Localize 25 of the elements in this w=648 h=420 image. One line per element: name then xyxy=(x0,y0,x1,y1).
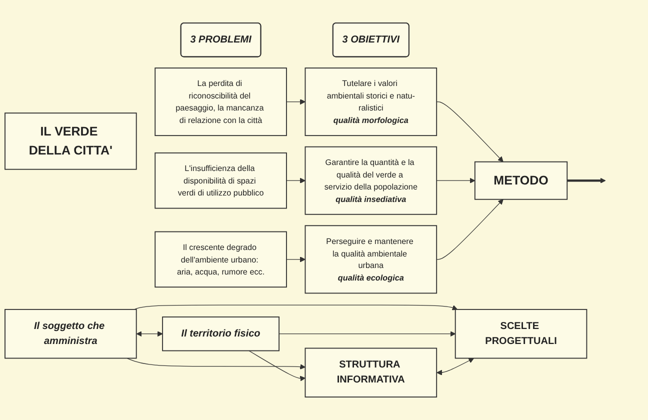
arrow xyxy=(436,199,504,260)
arrow xyxy=(248,350,306,382)
node-box: La perdita di riconoscibilità del paesaggio, la mancanza di relazione con la città xyxy=(154,68,287,136)
node-box: METODO xyxy=(474,161,568,200)
arrow xyxy=(567,178,606,184)
node-box: Garantire la quantità e la qualità del verde a servizio della popolazione qualità insediativa xyxy=(304,146,438,215)
node-box: Il crescente degrado dell'ambiente urbano: aria, acqua, rumore ecc. xyxy=(154,231,287,288)
node-box: Perseguire e mantenere la qualità ambientale urbana qualità ecologica xyxy=(304,225,438,294)
node-box: L'insufficienza della disponibilità di spazi verdi di utilizzo pubblico xyxy=(154,152,287,209)
node-box: Tutelare i valori ambientali storici e natu-ralistici qualità morfologica xyxy=(304,68,438,136)
arrow xyxy=(286,99,306,105)
arrow xyxy=(286,256,306,262)
arrow xyxy=(436,358,474,376)
arrow xyxy=(134,304,458,310)
node-box: STRUTTURA INFORMATIVA xyxy=(304,348,438,398)
node-box: IL VERDE DELLA CITTA' xyxy=(4,112,137,170)
arrow xyxy=(286,178,306,184)
arrow xyxy=(278,331,456,337)
arrow xyxy=(436,178,476,184)
arrow xyxy=(436,101,504,162)
arrow xyxy=(136,331,163,337)
node-box: Il territorio fisico xyxy=(162,316,280,352)
arrow xyxy=(126,358,306,370)
node-box: SCELTE PROGETTUALI xyxy=(454,308,588,359)
node-box: Il soggetto che amministra xyxy=(4,308,137,359)
